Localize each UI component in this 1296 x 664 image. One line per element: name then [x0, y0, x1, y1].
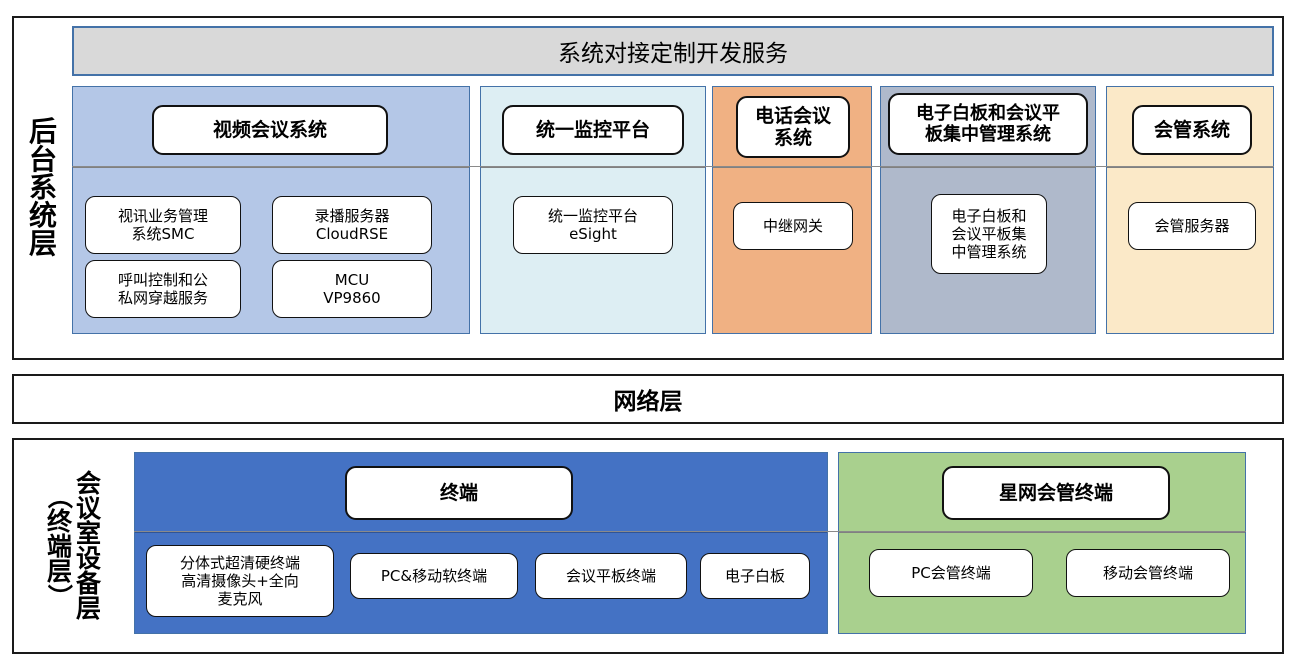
vchar: 备 [76, 569, 102, 598]
item-mobile-management-terminal: 移动会管终端 [1066, 549, 1230, 597]
item-label: 中继网关 [762, 217, 823, 235]
panel-divider [839, 532, 1245, 534]
item-label: 电子白板和 会议平板集 中管理系统 [951, 207, 1027, 261]
panel-divider [135, 532, 827, 534]
room-row-hairline [134, 531, 1246, 533]
panel-title-video-conference: 视频会议系统 [152, 105, 388, 155]
item-label: PC会管终端 [911, 564, 991, 582]
item-label: 呼叫控制和公 私网穿越服务 [117, 271, 208, 307]
panel-divider [481, 167, 705, 169]
panel-title-terminal: 终端 [345, 466, 573, 520]
panel-title-meeting-management: 会管系统 [1132, 105, 1252, 155]
item-meeting-mgmt-server: 会管服务器 [1128, 202, 1256, 250]
item-pc-mobile-soft-terminal: PC&移动软终端 [350, 553, 518, 599]
panel-divider [1107, 167, 1273, 169]
panel-title-label: 统一监控平台 [535, 118, 650, 141]
network-layer-bar: 网络层 [12, 374, 1284, 424]
item-esight: 统一监控平台 eSight [513, 196, 673, 254]
backend-layer-side-label-col: 后 台 系 统 层 [29, 118, 57, 258]
vchar: 台 [28, 143, 57, 176]
item-label: MCU VP9860 [323, 271, 381, 307]
item-cloudrse: 录播服务器 CloudRSE [272, 196, 432, 254]
panel-title-label: 视频会议系统 [212, 118, 327, 141]
panel-divider [73, 167, 469, 169]
item-whiteboard-mgmt-system: 电子白板和 会议平板集 中管理系统 [931, 194, 1047, 274]
item-label: 视讯业务管理 系统SMC [117, 207, 208, 243]
panel-title-label: 会管系统 [1153, 118, 1230, 141]
vchar: （ [44, 483, 74, 509]
item-electronic-whiteboard: 电子白板 [700, 553, 810, 599]
item-label: 电子白板 [724, 567, 785, 585]
item-call-control: 呼叫控制和公 私网穿越服务 [85, 260, 241, 318]
vchar: 系 [28, 171, 57, 204]
room-layer-side-label: 会 议 室 设 备 层 （ 终 端 层 ） [22, 444, 126, 648]
item-split-ultra-hd-terminal: 分体式超清硬终端 高清摄像头+全向 麦克风 [146, 545, 334, 617]
integration-service-header-label: 系统对接定制开发服务 [558, 41, 788, 67]
panel-title-xingwang-management-terminal: 星网会管终端 [942, 466, 1170, 520]
vchar: 室 [76, 519, 102, 548]
item-label: PC&移动软终端 [380, 567, 488, 585]
item-mcu-vp9860: MCU VP9860 [272, 260, 432, 318]
vchar: 会 [76, 469, 102, 498]
network-layer-label: 网络层 [613, 389, 683, 415]
backend-row-hairline [72, 166, 1274, 168]
vchar: 设 [76, 544, 102, 573]
item-label: 会管服务器 [1154, 217, 1230, 235]
room-layer-side-label-main: 会 议 室 设 备 层 [76, 471, 101, 621]
panel-title-telephone-conference: 电话会议 系统 [736, 96, 850, 158]
item-smc: 视讯业务管理 系统SMC [85, 196, 241, 254]
vchar: 统 [28, 199, 57, 232]
vchar: 端 [46, 531, 72, 561]
vchar: 后 [28, 115, 57, 148]
integration-service-header-bar: 系统对接定制开发服务 [72, 26, 1274, 76]
panel-title-label: 终端 [439, 481, 478, 504]
vchar: 层 [46, 556, 72, 586]
item-meeting-tablet-terminal: 会议平板终端 [535, 553, 687, 599]
vchar: 终 [46, 506, 72, 536]
panel-title-label: 电话会议 系统 [754, 104, 831, 149]
item-label: 分体式超清硬终端 高清摄像头+全向 麦克风 [179, 554, 300, 608]
vchar: ） [44, 583, 74, 609]
vchar: 议 [76, 494, 102, 523]
item-label: 移动会管终端 [1102, 564, 1193, 582]
vchar: 层 [76, 594, 102, 623]
panel-divider [713, 167, 871, 169]
panel-divider [881, 167, 1095, 169]
backend-layer-side-label: 后 台 系 统 层 [18, 22, 68, 354]
item-label: 录播服务器 CloudRSE [314, 207, 390, 243]
panel-title-label: 星网会管终端 [998, 481, 1113, 504]
vchar: 层 [28, 227, 57, 260]
item-label: 会议平板终端 [565, 567, 656, 585]
item-relay-gateway: 中继网关 [733, 202, 853, 250]
panel-title-whiteboard-management: 电子白板和会议平 板集中管理系统 [888, 93, 1088, 155]
item-label: 统一监控平台 eSight [547, 207, 638, 243]
item-pc-management-terminal: PC会管终端 [869, 549, 1033, 597]
panel-title-unified-monitoring: 统一监控平台 [502, 105, 684, 155]
room-layer-side-label-sub: （ 终 端 层 ） [44, 483, 74, 609]
panel-title-label: 电子白板和会议平 板集中管理系统 [916, 102, 1060, 145]
